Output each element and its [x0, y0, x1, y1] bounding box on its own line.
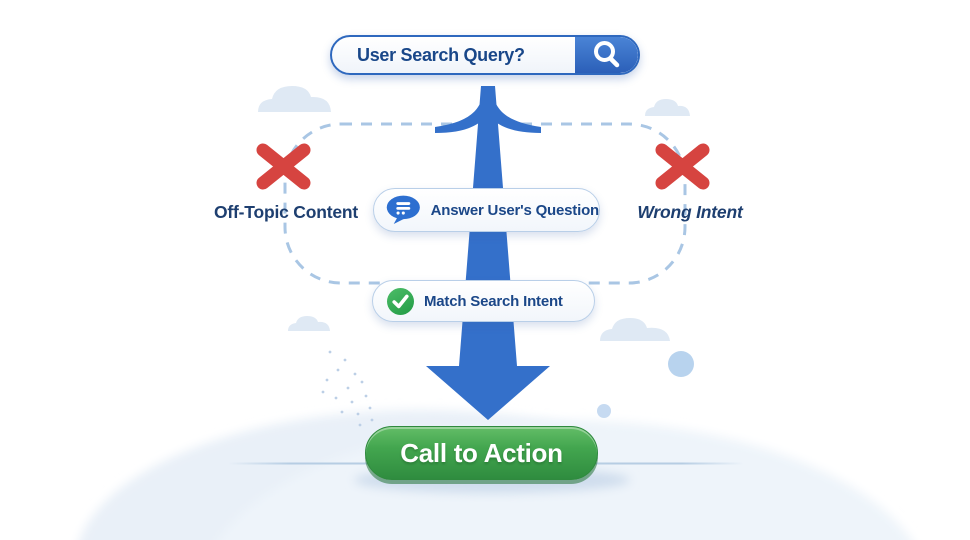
step-match-intent[interactable]: Match Search Intent	[372, 280, 595, 322]
step-answer-question[interactable]: Answer User's Question	[373, 188, 600, 232]
call-to-action-label: Call to Action	[400, 437, 563, 468]
cloud-icon	[288, 316, 330, 331]
x-mark-icon	[655, 143, 710, 190]
call-to-action-button[interactable]: Call to Action	[365, 426, 598, 480]
arrow-branch-right	[484, 92, 541, 133]
wrong-intent-label: Wrong Intent	[637, 202, 743, 222]
search-icon	[593, 41, 619, 68]
cloud-icon	[258, 86, 331, 112]
x-mark-icon	[256, 143, 311, 190]
decor-circle	[597, 404, 611, 418]
search-bar[interactable]: User Search Query?	[330, 35, 640, 75]
search-button[interactable]	[575, 37, 638, 73]
off-topic-label: Off-Topic Content	[213, 202, 359, 222]
flow-arrow	[426, 86, 550, 420]
arrow-branch-left	[435, 92, 492, 133]
cloud-icon	[645, 99, 690, 116]
chat-bubble-icon	[386, 195, 420, 224]
decor-circle	[668, 351, 694, 377]
search-query-text[interactable]: User Search Query?	[357, 44, 525, 65]
step-label: Match Search Intent	[424, 292, 563, 310]
arrow-shaft	[426, 86, 550, 420]
check-circle-icon	[387, 287, 414, 315]
speckle-dots	[321, 350, 374, 427]
cloud-icon	[600, 318, 670, 341]
step-label: Answer User's Question	[430, 201, 600, 219]
